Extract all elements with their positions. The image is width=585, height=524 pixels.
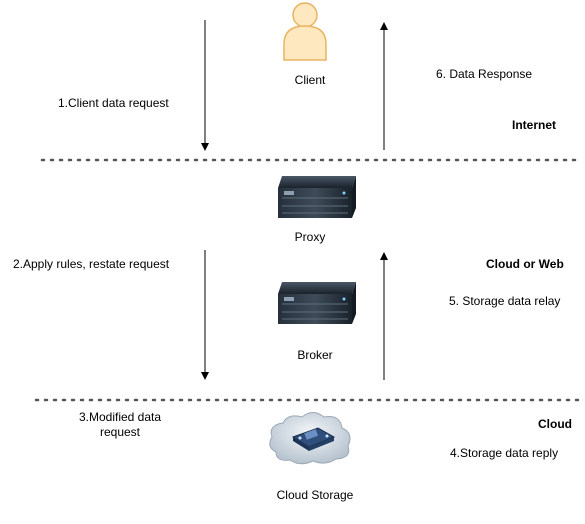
step-6-label: 6. Data Response bbox=[436, 67, 533, 81]
server-icon bbox=[278, 176, 356, 218]
zone-cloud-or-web-label: Cloud or Web bbox=[486, 257, 564, 271]
step-3-label: 3.Modified data request bbox=[70, 410, 170, 440]
step-3-line-2: request bbox=[99, 425, 141, 439]
client-label: Client bbox=[294, 73, 326, 87]
step-2-label: 2.Apply rules, restate request bbox=[13, 257, 170, 271]
person-icon bbox=[283, 2, 327, 61]
broker-label: Broker bbox=[297, 348, 333, 362]
zone-internet-label: Internet bbox=[512, 118, 557, 132]
zone-cloud-label: Cloud bbox=[538, 417, 572, 431]
cloud-storage-icon bbox=[269, 412, 351, 465]
server-icon bbox=[278, 282, 356, 324]
proxy-label: Proxy bbox=[294, 230, 326, 244]
step-1-label: 1.Client data request bbox=[58, 96, 169, 110]
step-5-label: 5. Storage data relay bbox=[449, 294, 561, 308]
cloud-storage-label: Cloud Storage bbox=[276, 488, 354, 502]
step-3-line-1: 3.Modified data bbox=[78, 410, 162, 424]
step-4-label: 4.Storage data reply bbox=[450, 446, 559, 460]
